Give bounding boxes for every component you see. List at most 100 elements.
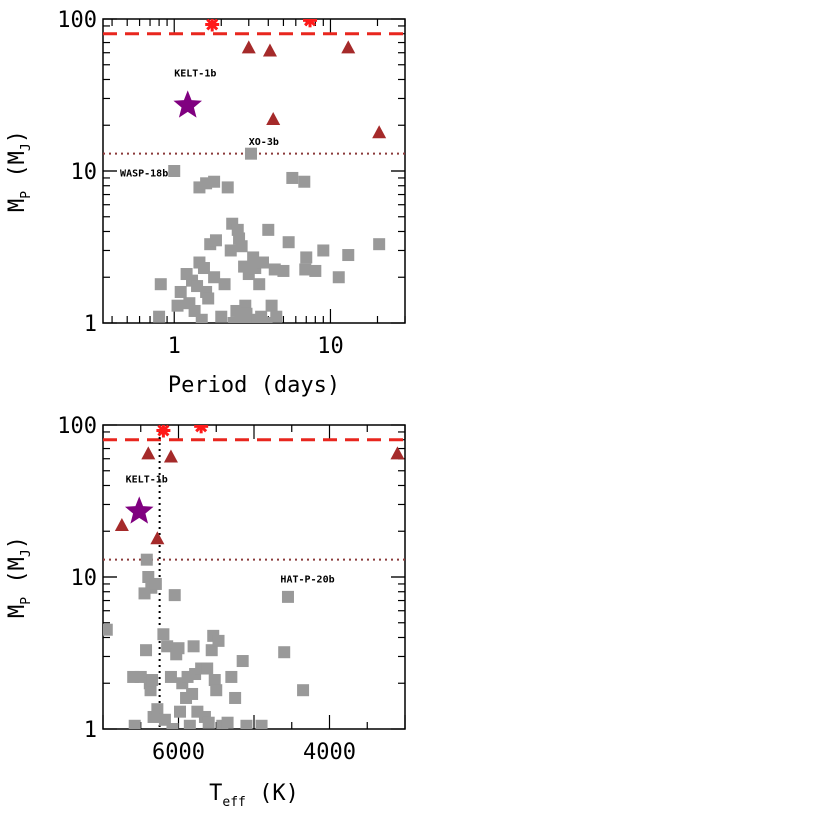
data-point-asterisk <box>303 19 318 28</box>
annotation-label: WASP-18b <box>120 169 168 180</box>
x-tick-label: 4000 <box>303 740 356 765</box>
data-point-square <box>300 251 313 264</box>
plot-area <box>103 19 405 323</box>
data-point-square <box>208 271 221 284</box>
data-point-square <box>140 553 153 566</box>
data-point-triangle <box>241 40 256 54</box>
data-point-square <box>186 687 199 700</box>
data-point-square <box>281 590 294 603</box>
data-point-square <box>151 703 164 716</box>
data-point-square <box>208 674 221 687</box>
x-tick-label: 10 <box>317 334 344 359</box>
data-point-square <box>164 670 177 683</box>
data-point-square <box>153 310 166 323</box>
data-point-triangle <box>341 40 356 54</box>
data-point-square <box>144 684 157 697</box>
data-point-square <box>224 244 237 257</box>
data-point-square <box>229 691 242 704</box>
data-point-square <box>103 623 113 636</box>
asterisk-stroke <box>206 19 219 31</box>
y-tick-label: 100 <box>57 8 97 33</box>
data-point-square <box>244 147 257 160</box>
data-point-asterisk <box>194 425 209 434</box>
y-tick-label: 1 <box>84 718 97 743</box>
y-tick-label: 100 <box>57 414 97 439</box>
data-point-triangle <box>163 449 178 463</box>
data-point-triangle <box>150 531 165 545</box>
data-point-square <box>298 175 311 188</box>
data-point-square <box>161 640 174 653</box>
data-point-square <box>342 249 355 262</box>
data-point-triangle <box>266 111 281 125</box>
y-tick-label: 1 <box>84 312 97 337</box>
data-point-square <box>174 705 187 718</box>
data-point-square <box>174 285 187 298</box>
data-point-square <box>253 278 266 291</box>
y-axis-label: MP (MJ) <box>5 536 34 618</box>
y-tick-label: 10 <box>71 160 98 185</box>
data-point-square <box>166 723 179 729</box>
data-point-triangle <box>262 43 277 57</box>
annotation-label: HAT-P-20b <box>280 575 334 586</box>
data-point-square <box>168 589 181 602</box>
data-point-square <box>183 719 196 729</box>
data-point-square <box>154 278 167 291</box>
data-point-square <box>235 240 248 253</box>
data-point-square <box>278 646 291 659</box>
y-axis-label: MP (MJ) <box>5 130 34 212</box>
data-point-square <box>134 670 147 683</box>
data-point-square <box>309 264 322 277</box>
data-point-square <box>286 171 299 184</box>
data-point-square <box>236 655 249 668</box>
data-point-square <box>215 310 228 323</box>
data-point-square <box>195 313 208 323</box>
data-point-square <box>146 674 159 687</box>
data-point-square <box>158 713 171 726</box>
data-point-square <box>202 292 215 305</box>
data-point-star <box>124 496 154 524</box>
data-point-square <box>172 642 185 655</box>
data-point-square <box>265 299 278 312</box>
data-point-triangle <box>141 446 156 460</box>
data-point-square <box>225 670 238 683</box>
data-point-square <box>187 640 200 653</box>
data-point-square <box>262 223 275 236</box>
x-tick-label: 1 <box>168 334 181 359</box>
data-point-square <box>234 313 247 323</box>
data-point-square <box>210 684 223 697</box>
annotation-label: KELT-1b <box>126 474 168 485</box>
data-point-square <box>240 307 253 320</box>
data-point-square <box>191 280 204 293</box>
x-axis-label: Teff (K) <box>209 781 299 810</box>
data-point-asterisk <box>156 425 171 438</box>
asterisk-stroke <box>304 19 314 27</box>
plot-area <box>103 425 405 729</box>
data-point-square <box>128 719 141 729</box>
data-point-square <box>212 634 225 647</box>
annotation-label: XO-3b <box>249 137 279 148</box>
data-point-square <box>373 238 386 251</box>
data-point-triangle <box>114 517 129 531</box>
data-point-triangle <box>390 446 405 460</box>
data-point-square <box>168 165 181 177</box>
data-point-square <box>157 628 170 641</box>
data-point-asterisk <box>205 19 220 32</box>
annotation-label: KELT-1b <box>174 68 216 79</box>
data-point-square <box>227 317 240 323</box>
y-tick-label: 10 <box>71 566 98 591</box>
data-point-square <box>247 251 260 264</box>
data-point-square <box>197 262 210 275</box>
data-point-square <box>317 244 330 257</box>
data-point-square <box>332 271 345 284</box>
data-point-square <box>299 263 312 276</box>
data-point-square <box>171 299 184 312</box>
x-tick-label: 6000 <box>152 740 205 765</box>
data-point-square <box>297 684 310 697</box>
data-point-star <box>173 90 202 118</box>
asterisk-stroke <box>157 425 170 437</box>
data-point-square <box>209 234 222 247</box>
asterisk-stroke <box>195 425 205 433</box>
